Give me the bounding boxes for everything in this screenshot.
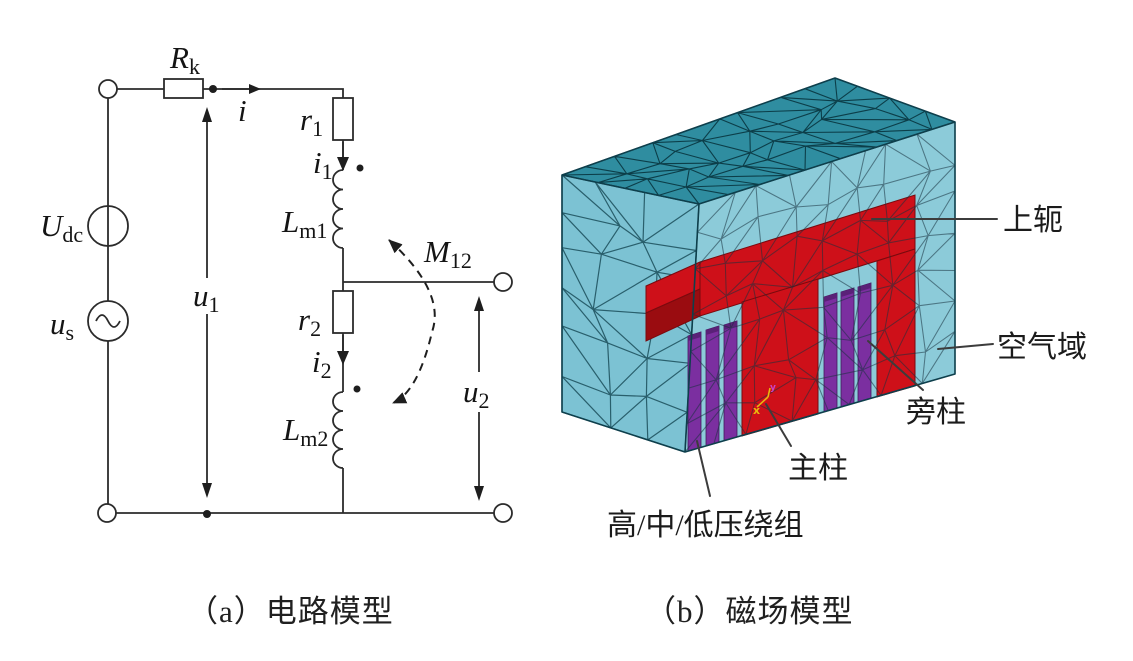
current-arrow-i <box>222 84 261 94</box>
pointer-air-domain <box>937 343 994 350</box>
sine-icon <box>95 314 121 328</box>
air-top-face <box>562 78 955 204</box>
label-upper-yoke: 上轭 <box>1003 204 1063 237</box>
label-main-limb: 主柱 <box>788 452 848 485</box>
winding-bar-cap <box>706 325 719 335</box>
panel-a-caption: （a）电路模型 <box>187 594 394 629</box>
pointer-side-limb <box>867 340 924 391</box>
label-rk: Rk <box>169 40 200 79</box>
coordinate-triad: x y <box>753 383 776 417</box>
mutual-coupling-arc <box>388 239 436 404</box>
winding-bar-cap <box>824 292 837 302</box>
resistor-r2 <box>332 290 354 334</box>
label-windings: 高/中/低压绕组 <box>607 509 804 542</box>
label-u2: u2 <box>463 374 490 413</box>
resistor-rk <box>163 78 204 99</box>
label-i: i <box>238 93 247 128</box>
winding-bar-cap <box>841 287 854 297</box>
air-box-edges <box>561 77 956 453</box>
pointer-main-limb <box>765 403 792 447</box>
junction-dot <box>203 510 211 518</box>
terminal-bottom-right <box>493 503 513 523</box>
label-i2: i2 <box>312 344 332 383</box>
terminal-bottom-left <box>97 503 117 523</box>
label-lm1: Lm1 <box>281 204 327 243</box>
winding-bar <box>687 331 702 452</box>
polarity-dot-2 <box>353 385 361 393</box>
current-arrow-i2 <box>337 335 349 365</box>
polarity-dot-1 <box>356 164 364 172</box>
inductor-lm2 <box>332 391 344 469</box>
winding-bar <box>723 320 738 442</box>
label-udc: Udc <box>40 208 83 247</box>
axis-y-label: y <box>770 383 776 393</box>
terminal-mid-right <box>493 272 513 292</box>
label-u1: u1 <box>193 278 220 317</box>
label-i1: i1 <box>313 145 333 184</box>
label-m12: M12 <box>423 234 472 273</box>
yoke-end-underside <box>645 288 701 342</box>
field-model-panel: x y 上轭 空气域 旁柱 主柱 高/中/低压绕组 （b）磁场模型 <box>561 77 1087 629</box>
panel-b-caption: （b）磁场模型 <box>645 594 854 629</box>
winding-bar-cap <box>858 282 871 292</box>
junction-dot <box>209 85 217 93</box>
winding-bar <box>840 287 855 408</box>
label-air-domain: 空气域 <box>997 331 1087 364</box>
label-r2: r2 <box>298 302 321 341</box>
core-side-limb <box>876 248 916 398</box>
label-us: us <box>50 306 74 345</box>
voltage-arrow-u1 <box>202 107 212 498</box>
core-upper-yoke <box>645 194 916 342</box>
circuit-model-panel: Rk i r1 i1 Lm1 M12 u1 Udc us r2 i2 Lm2 u… <box>40 40 513 629</box>
label-side-limb: 旁柱 <box>906 396 966 429</box>
pointer-windings <box>696 440 711 497</box>
terminal-top-left <box>98 79 118 99</box>
label-r1: r1 <box>300 102 323 141</box>
resistor-r1 <box>332 97 354 141</box>
label-lm2: Lm2 <box>282 412 328 451</box>
inductor-lm1 <box>332 169 344 249</box>
voltage-arrow-u2 <box>474 296 484 501</box>
axis-x-label: x <box>753 404 760 417</box>
current-arrow-i1 <box>337 142 349 171</box>
